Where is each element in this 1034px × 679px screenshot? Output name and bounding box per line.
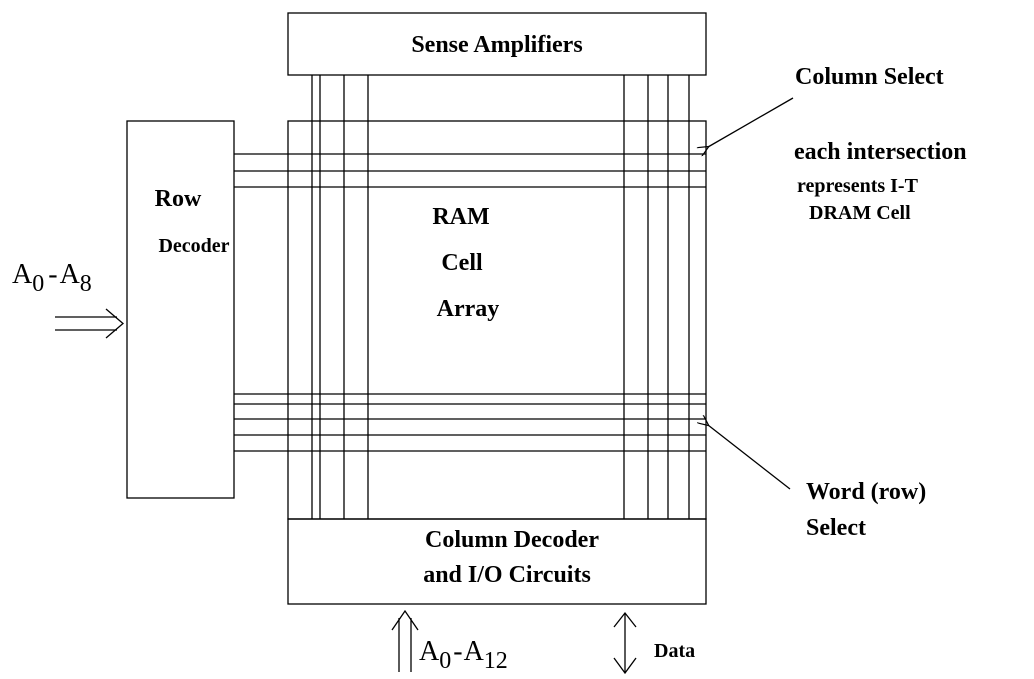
column-decoder-label-line2: and I/O Circuits bbox=[423, 562, 591, 588]
row-decoder-block bbox=[126, 120, 235, 499]
cell-array-label-line3: Array bbox=[437, 296, 500, 322]
column-address-arrow bbox=[391, 609, 419, 672]
row-address-arrow bbox=[55, 308, 125, 339]
data-bidirectional-arrow bbox=[613, 611, 637, 675]
column-select-pointer bbox=[708, 97, 794, 147]
column-select-label: Column Select bbox=[795, 64, 944, 90]
word-select-label-line2: Select bbox=[806, 515, 866, 541]
column-decoder-block bbox=[287, 518, 707, 605]
sense-amplifiers-block bbox=[287, 12, 707, 76]
data-label: Data bbox=[654, 640, 695, 662]
word-select-label-line1: Word (row) bbox=[806, 479, 926, 505]
row-decoder-label-line2: Decoder bbox=[158, 235, 229, 257]
row-address-label: A0-A8 bbox=[12, 259, 92, 297]
cell-array-label-line2: Cell bbox=[441, 250, 483, 276]
column-address-label: A0-A12 bbox=[419, 636, 508, 674]
row-decoder-label-line1: Row bbox=[155, 186, 202, 212]
intersection-note-line3: DRAM Cell bbox=[809, 202, 911, 224]
sense-amplifiers-label: Sense Amplifiers bbox=[411, 32, 582, 58]
intersection-note-line1: each intersection bbox=[794, 139, 967, 165]
intersection-note-line2: represents I-T bbox=[797, 175, 919, 197]
word-lines bbox=[234, 153, 706, 452]
word-select-pointer bbox=[708, 425, 791, 490]
bit-lines bbox=[311, 75, 690, 519]
cell-array-label-line1: RAM bbox=[432, 204, 489, 230]
column-decoder-label-line1: Column Decoder bbox=[425, 527, 599, 553]
